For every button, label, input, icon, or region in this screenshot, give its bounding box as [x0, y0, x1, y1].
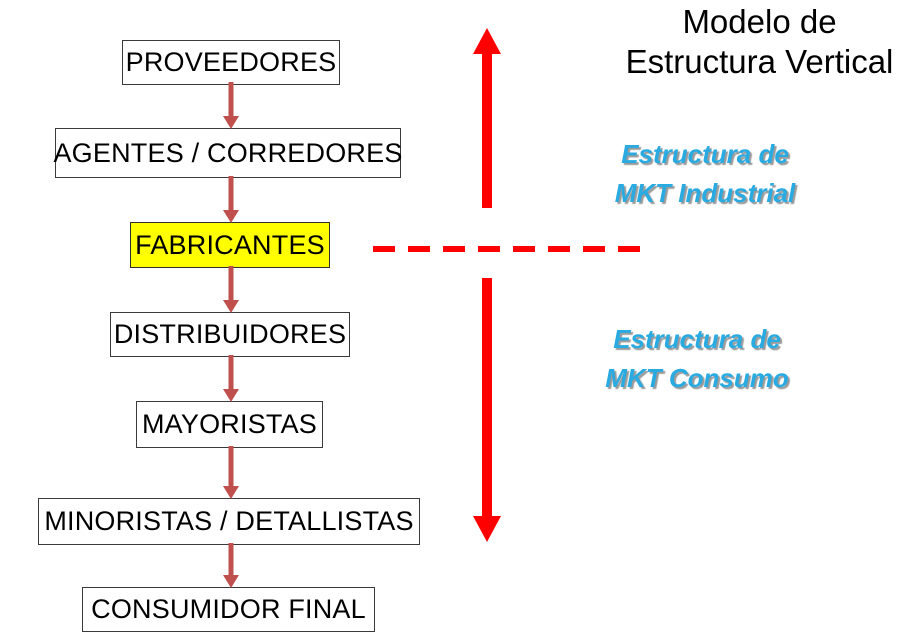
node-proveedores: PROVEEDORES: [122, 40, 340, 85]
annotation-mkt-industrial: Estructura de MKT Industrial: [545, 135, 865, 213]
title-line-2: Estructura Vertical: [625, 43, 894, 81]
connector-mayoristas-to-minoristas: [219, 446, 243, 500]
node-label: DISTRIBUIDORES: [113, 319, 347, 349]
node-distribuidores: DISTRIBUIDORES: [110, 312, 350, 357]
connector-agentes-to-fabricantes: [219, 176, 243, 224]
annotation-line-2: MKT Consumo: [605, 363, 789, 393]
node-fabricantes: FABRICANTES: [130, 222, 330, 268]
connector-proveedores-to-agentes: [219, 82, 243, 130]
annotation-line-2: MKT Industrial: [614, 178, 796, 208]
annotation-line-1: Estructura de: [613, 324, 781, 354]
connector-minoristas-to-consumidor: [219, 543, 243, 589]
node-consumidor-final: CONSUMIDOR FINAL: [82, 587, 375, 632]
red-dashed-divider: [373, 246, 647, 252]
downward-red-arrow: [470, 278, 504, 542]
connector-distribuidores-to-mayoristas: [219, 355, 243, 403]
node-label: CONSUMIDOR FINAL: [91, 594, 366, 624]
title-line-1: Modelo de: [682, 3, 837, 40]
upward-red-arrow: [470, 28, 504, 208]
connector-fabricantes-to-distribuidores: [219, 266, 243, 314]
node-label: MINORISTAS / DETALLISTAS: [44, 506, 414, 536]
node-label: AGENTES / CORREDORES: [53, 137, 403, 168]
node-label: FABRICANTES: [135, 229, 325, 260]
annotation-line-1: Estructura de: [621, 139, 789, 169]
node-label: PROVEEDORES: [125, 47, 337, 77]
annotation-mkt-consumo: Estructura de MKT Consumo: [537, 320, 857, 398]
node-label: MAYORISTAS: [141, 409, 318, 439]
node-agentes-corredores: AGENTES / CORREDORES: [53, 128, 403, 178]
node-minoristas-detallistas: MINORISTAS / DETALLISTAS: [38, 498, 420, 545]
node-mayoristas: MAYORISTAS: [136, 401, 323, 448]
page-title: Modelo de Estructura Vertical: [600, 2, 919, 83]
